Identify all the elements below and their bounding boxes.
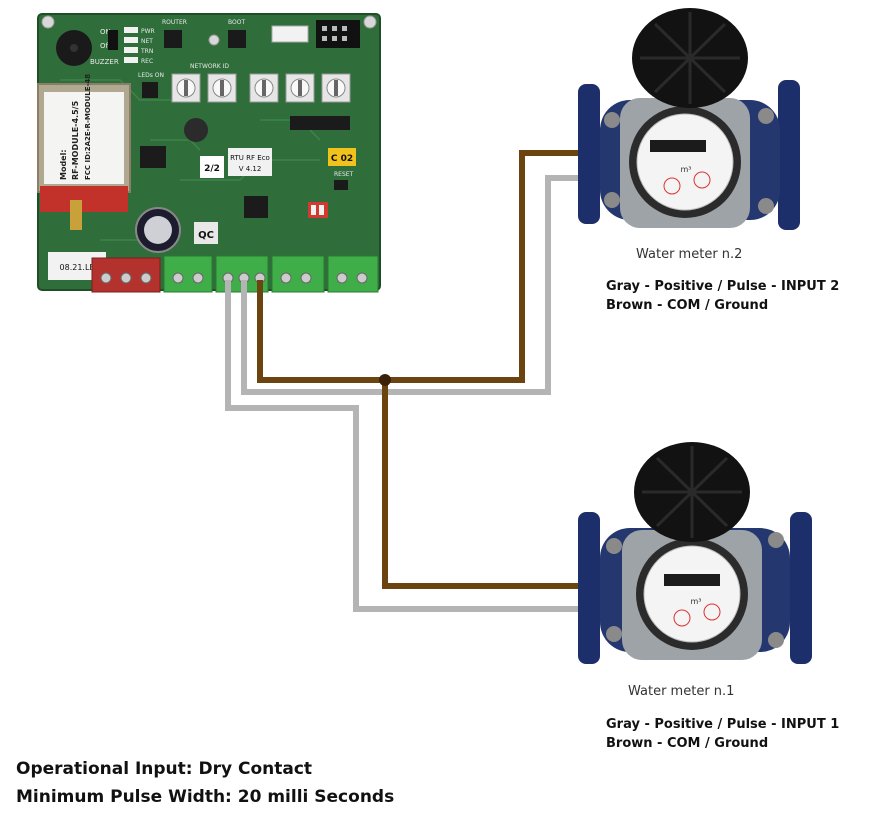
junction-node-icon <box>379 374 391 386</box>
analog-terminal-2 <box>327 255 379 293</box>
analog-terminal-1 <box>271 255 325 293</box>
connector-strip-icon <box>290 116 350 130</box>
mount-hole-icon <box>41 15 55 29</box>
led-icon <box>124 37 138 43</box>
reset-button <box>334 180 348 190</box>
model-sticker-line2: V 4.12 <box>239 165 262 173</box>
meter2-spec-line2: Brown - COM / Ground <box>606 298 769 313</box>
meter2-caption: Water meter n.2 <box>636 247 743 262</box>
meter1-caption: Water meter n.1 <box>628 684 735 699</box>
brown-wire-meter2 <box>257 150 625 383</box>
footer-min-pulse-width: Minimum Pulse Width: 20 milli Seconds <box>16 787 395 807</box>
model-sticker-line1: RTU RF Eco <box>230 154 270 162</box>
meter2-flange-left <box>578 84 600 224</box>
meter1-flange-left <box>578 512 600 664</box>
meter1-dial <box>643 545 741 643</box>
page-sticker-text: 2/2 <box>204 164 220 174</box>
meter1-spec-line2: Brown - COM / Ground <box>606 736 769 751</box>
leds-on-label: LEDs ON <box>138 72 164 79</box>
boot-label: BOOT <box>228 19 245 26</box>
header-connector-white <box>271 25 309 43</box>
module-text-model: Model: <box>59 149 68 180</box>
gray-wire-meter2 <box>241 175 625 395</box>
antenna-connector-icon <box>70 200 82 230</box>
router-button <box>164 30 182 48</box>
header-connector-black <box>316 20 360 48</box>
rf-module: Model: RF-MODULE-4.5/5 FCC ID:2A2E-R-MOD… <box>37 74 131 230</box>
code-sticker <box>328 148 356 166</box>
off-label: Off <box>100 42 111 50</box>
led-label-trn: TRN <box>140 48 153 55</box>
rtu-board: BUZZER ON Off PWR NET TRN REC ROUTER BOO… <box>37 13 381 293</box>
inductor-icon <box>184 118 208 142</box>
output-terminal <box>163 255 213 293</box>
water-meter-1: m³ <box>578 442 812 664</box>
meter2-flange-right <box>778 80 800 230</box>
qc-sticker <box>194 222 218 244</box>
led-icon <box>124 57 138 63</box>
mount-hole-icon <box>363 15 377 29</box>
meter1-spec-line1: Gray - Positive / Pulse - INPUT 1 <box>606 717 840 732</box>
module-text-fcc: FCC ID:2A2E-R-MODULE-48 <box>84 74 92 180</box>
meter1-unit: m³ <box>691 597 702 606</box>
chip-icon <box>244 196 268 218</box>
led-label-net: NET <box>141 38 153 45</box>
buzzer-label: BUZZER <box>90 58 119 66</box>
chip-icon <box>140 146 166 168</box>
boot-button <box>228 30 246 48</box>
led-group: PWR NET TRN REC <box>124 27 155 65</box>
led-label-rec: REC <box>141 58 153 65</box>
meter1-counter <box>664 574 720 586</box>
led-icon <box>124 27 138 33</box>
page-sticker <box>200 156 224 178</box>
led-label-pwr: PWR <box>141 28 155 35</box>
power-switch <box>108 30 118 50</box>
code-sticker-text: C 02 <box>331 154 353 164</box>
model-sticker <box>228 148 272 176</box>
meter2-unit: m³ <box>681 165 692 174</box>
footer-operational-input: Operational Input: Dry Contact <box>16 759 313 779</box>
wires <box>225 150 625 612</box>
gray-wire-meter1 <box>225 280 625 612</box>
meter2-spec-line1: Gray - Positive / Pulse - INPUT 2 <box>606 279 840 294</box>
reset-label: RESET <box>334 171 354 178</box>
brown-wire-meter1 <box>382 380 625 589</box>
meter2-dial <box>636 113 734 211</box>
water-meter-2: m³ <box>578 8 800 230</box>
meter2-counter <box>650 140 706 152</box>
mount-hole-icon <box>208 34 220 46</box>
date-sticker-text: 08.21.LE <box>60 263 95 272</box>
meter1-flange-right <box>790 512 812 664</box>
terminal-blocks <box>91 255 379 293</box>
qc-sticker-text: QC <box>198 230 214 241</box>
network-id-label: NETWORK ID <box>190 63 229 70</box>
router-label: ROUTER <box>162 19 187 26</box>
on-label: ON <box>100 28 111 36</box>
led-icon <box>124 47 138 53</box>
module-text-name: RF-MODULE-4.5/5 <box>71 100 80 180</box>
rotary-switches <box>171 73 351 103</box>
leds-on-button <box>142 82 158 98</box>
